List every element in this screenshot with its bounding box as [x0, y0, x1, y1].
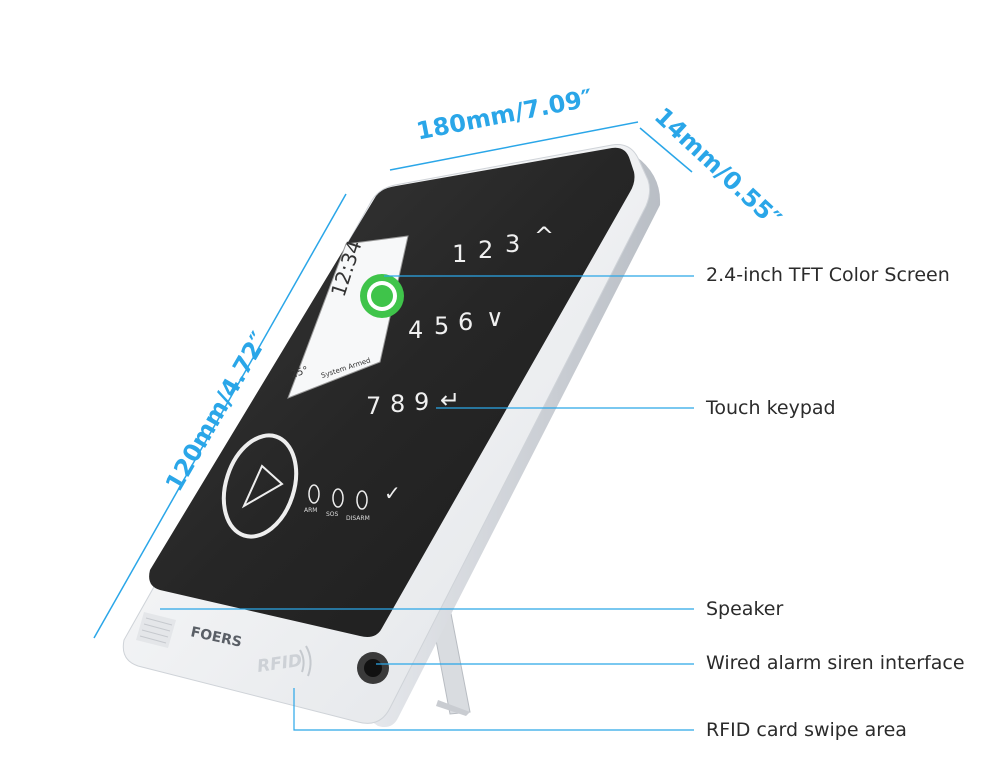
- depth-dimension-line: [639, 127, 693, 173]
- keypad-key[interactable]: 9: [414, 388, 429, 416]
- keypad-key[interactable]: ∨: [486, 304, 504, 332]
- callout-siren-interface: Wired alarm siren interface: [706, 652, 965, 674]
- dimension-lines: [93, 121, 693, 639]
- keypad-key[interactable]: 7: [366, 392, 381, 420]
- home-icon: [241, 464, 284, 509]
- keypad-key[interactable]: 5: [434, 312, 449, 340]
- screen-temperature: 25°: [290, 365, 310, 381]
- callout-speaker: Speaker: [706, 598, 784, 620]
- keypad-key[interactable]: 6: [458, 308, 473, 336]
- confirm-check-icon[interactable]: ✓: [384, 481, 401, 505]
- mode-key-label: SOS: [326, 511, 339, 518]
- speaker-grille: [136, 612, 176, 648]
- callout-touch-keypad: Touch keypad: [706, 397, 836, 419]
- mode-key-label: ARM: [304, 507, 317, 514]
- keypad-key[interactable]: ↵: [440, 386, 460, 414]
- mode-key-icon[interactable]: [308, 484, 320, 504]
- callout-rfid-area: RFID card swipe area: [706, 719, 907, 741]
- keypad-key[interactable]: 8: [390, 390, 405, 418]
- callout-lines: [160, 275, 694, 731]
- keypad-key[interactable]: 3: [505, 230, 520, 258]
- mode-key-label: DISARM: [346, 515, 370, 522]
- leader-rfid: [293, 688, 694, 731]
- rfid-wave-icon: [299, 645, 312, 677]
- mode-keys[interactable]: ARM SOS DISARM ✓: [304, 481, 401, 522]
- siren-jack: [357, 652, 389, 684]
- width-dimension-line: [389, 121, 639, 171]
- home-button[interactable]: [212, 426, 309, 546]
- keypad-key[interactable]: ^: [534, 222, 554, 250]
- callout-tft-screen: 2.4-inch TFT Color Screen: [706, 264, 950, 286]
- mode-key-icon[interactable]: [332, 488, 344, 508]
- keypad-key[interactable]: 1: [452, 240, 467, 268]
- keypad-key[interactable]: 2: [478, 236, 493, 264]
- height-dimension-line: [93, 193, 347, 639]
- mode-key-icon[interactable]: [356, 490, 368, 510]
- touch-panel-glass: [149, 147, 635, 637]
- keypad-key[interactable]: 4: [408, 316, 423, 344]
- tft-color-screen: [287, 235, 409, 399]
